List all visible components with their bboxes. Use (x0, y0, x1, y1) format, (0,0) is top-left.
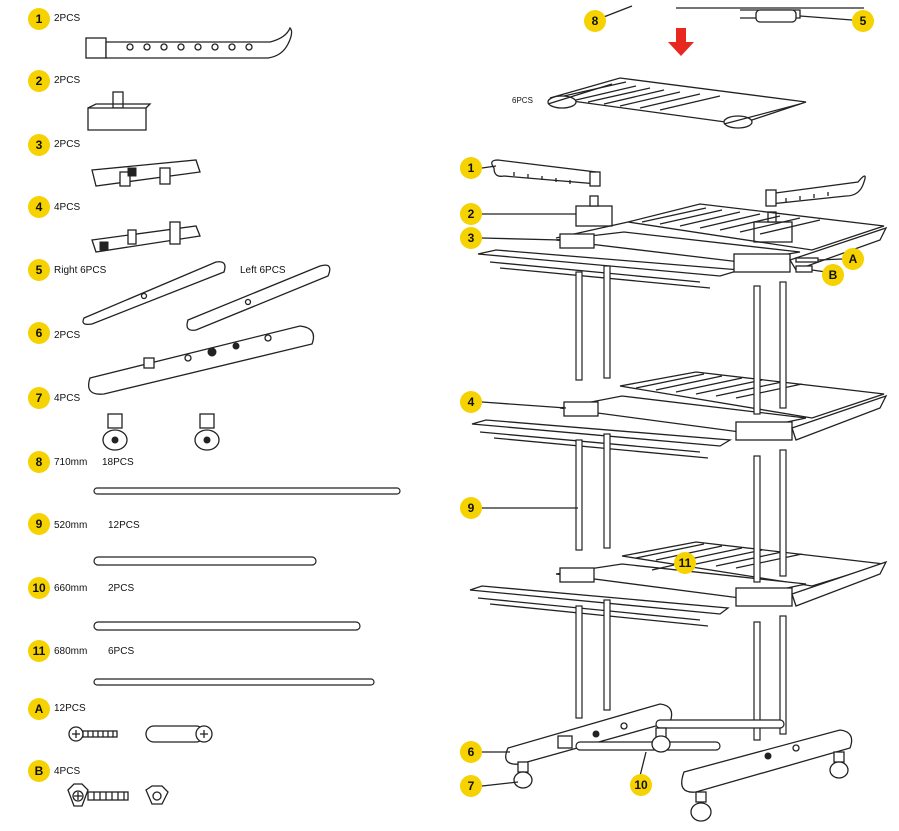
part-9-badge: 9 (28, 513, 50, 535)
part-8-qty: 18PCS (102, 457, 134, 468)
part-7-drawing (102, 413, 220, 451)
part-b-qty: 4PCS (54, 766, 81, 777)
assembly-callout-2: 2 (460, 203, 482, 225)
part-b-badge: B (28, 760, 50, 782)
base-drawing (505, 703, 853, 822)
bolt-b-drawing (67, 783, 169, 807)
part-11-badge: 11 (28, 640, 50, 662)
part-7-badge: 7 (28, 387, 50, 409)
part-8-length: 710mm (54, 457, 88, 468)
part-3-qty: 2PCS (54, 139, 81, 150)
assembly-callout-7: 7 (460, 775, 482, 797)
part-6-badge: 6 (28, 322, 50, 344)
assembly-callout-10: 10 (630, 774, 652, 796)
down-arrow-icon (668, 28, 694, 56)
assembly-callout-a: A (842, 248, 864, 270)
part-1-drawing (85, 26, 293, 59)
part-1-qty: 2PCS (54, 13, 81, 24)
part-6-qty: 2PCS (54, 330, 81, 341)
sub-shelf-qty: 6PCS (512, 96, 533, 105)
part-a-qty: 12PCS (54, 703, 86, 714)
part-4-badge: 4 (28, 196, 50, 218)
part-5-qty-left: Left 6PCS (240, 265, 286, 276)
part-2-badge: 2 (28, 70, 50, 92)
part-9-length: 520mm (54, 520, 88, 531)
part-3-drawing (91, 159, 201, 187)
assembly-callout-11: 11 (674, 552, 696, 574)
part-1-badge: 1 (28, 8, 50, 30)
assembly-callout-4: 4 (460, 391, 482, 413)
rods-drawing (93, 487, 401, 686)
part-7-qty: 4PCS (54, 393, 81, 404)
shelf-tier-bottom (469, 541, 888, 627)
assembly-callout-b: B (822, 264, 844, 286)
sub-shelf-drawing (547, 77, 807, 129)
part-5-badge: 5 (28, 259, 50, 281)
part-3-badge: 3 (28, 134, 50, 156)
assembly-callout-3: 3 (460, 227, 482, 249)
part-10-badge: 10 (28, 577, 50, 599)
part-8-badge: 8 (28, 451, 50, 473)
part-5-qty-right: Right 6PCS (54, 265, 107, 276)
assembly-hangers (491, 159, 866, 207)
assembly-callout-9: 9 (460, 497, 482, 519)
top-rail-drawing (595, 5, 864, 23)
assembly-callout-1: 1 (460, 157, 482, 179)
part-10-length: 660mm (54, 583, 88, 594)
part-4-drawing (91, 221, 201, 253)
vertical-poles (575, 265, 787, 741)
screw-a-drawing (68, 725, 213, 743)
part-6-drawing (87, 325, 315, 395)
part-11-length: 680mm (54, 646, 88, 657)
shelf-tier-middle (471, 371, 888, 459)
part-2-qty: 2PCS (54, 75, 81, 86)
leader-lines (481, 165, 843, 787)
part-4-qty: 4PCS (54, 202, 81, 213)
part-10-qty: 2PCS (108, 583, 135, 594)
part-11-qty: 6PCS (108, 646, 135, 657)
assembly-callout-5: 5 (852, 10, 874, 32)
part-5-drawing (82, 261, 331, 331)
part-a-badge: A (28, 698, 50, 720)
assembly-callout-6: 6 (460, 741, 482, 763)
assembly-callout-8: 8 (584, 10, 606, 32)
part-9-qty: 12PCS (108, 520, 140, 531)
part-2-drawing (87, 91, 152, 131)
